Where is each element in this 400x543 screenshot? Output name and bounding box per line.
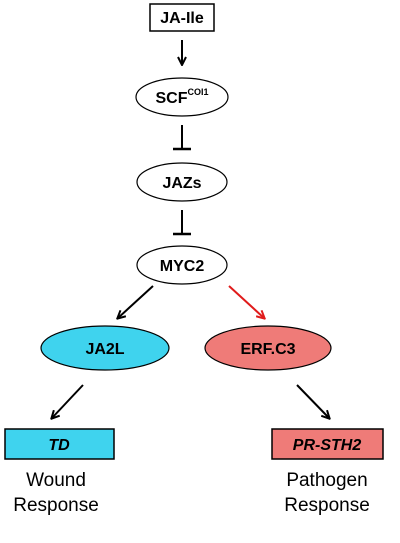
pr-sth2-node: PR-STH2 <box>271 428 384 460</box>
ja-ile-label: JA-Ile <box>160 10 204 27</box>
wound-response-caption: Wound Response <box>13 470 99 516</box>
erf-c3-label: ERF.C3 <box>240 341 295 358</box>
pr-sth2-label: PR-STH2 <box>293 437 362 454</box>
edge-myc2-to-ja2l <box>118 285 154 318</box>
scf-superscript: COI1 <box>187 87 208 97</box>
scf-coi1-label: SCFCOI1 <box>155 87 208 107</box>
edge-erf-c3-to-pr-sth2 <box>296 384 329 418</box>
erf-c3-node: ERF.C3 <box>204 325 332 371</box>
edge-ja2l-to-td <box>52 384 84 418</box>
ja2l-label: JA2L <box>85 341 124 358</box>
pathogen-response-caption: Pathogen Response <box>284 470 370 516</box>
pathogen-caption-line2: Response <box>284 495 370 516</box>
scf-coi1-node: SCFCOI1 <box>135 77 229 117</box>
ja-ile-node: JA-Ile <box>149 3 215 32</box>
td-node: TD <box>4 428 115 460</box>
edge-jazs-inhibits-myc2 <box>173 210 191 236</box>
edge-myc2-to-erf-c3 <box>228 285 264 318</box>
edge-scf-inhibits-jazs <box>173 125 191 151</box>
myc2-node: MYC2 <box>136 245 228 285</box>
scf-base: SCF <box>155 90 187 107</box>
pathogen-caption-line1: Pathogen <box>286 470 367 491</box>
jazs-label: JAZs <box>162 175 201 192</box>
td-label: TD <box>48 437 70 454</box>
wound-caption-line1: Wound <box>26 470 86 491</box>
ja2l-node: JA2L <box>40 325 170 371</box>
wound-caption-line2: Response <box>13 495 99 516</box>
myc2-label: MYC2 <box>160 258 205 275</box>
jazs-node: JAZs <box>136 162 228 202</box>
